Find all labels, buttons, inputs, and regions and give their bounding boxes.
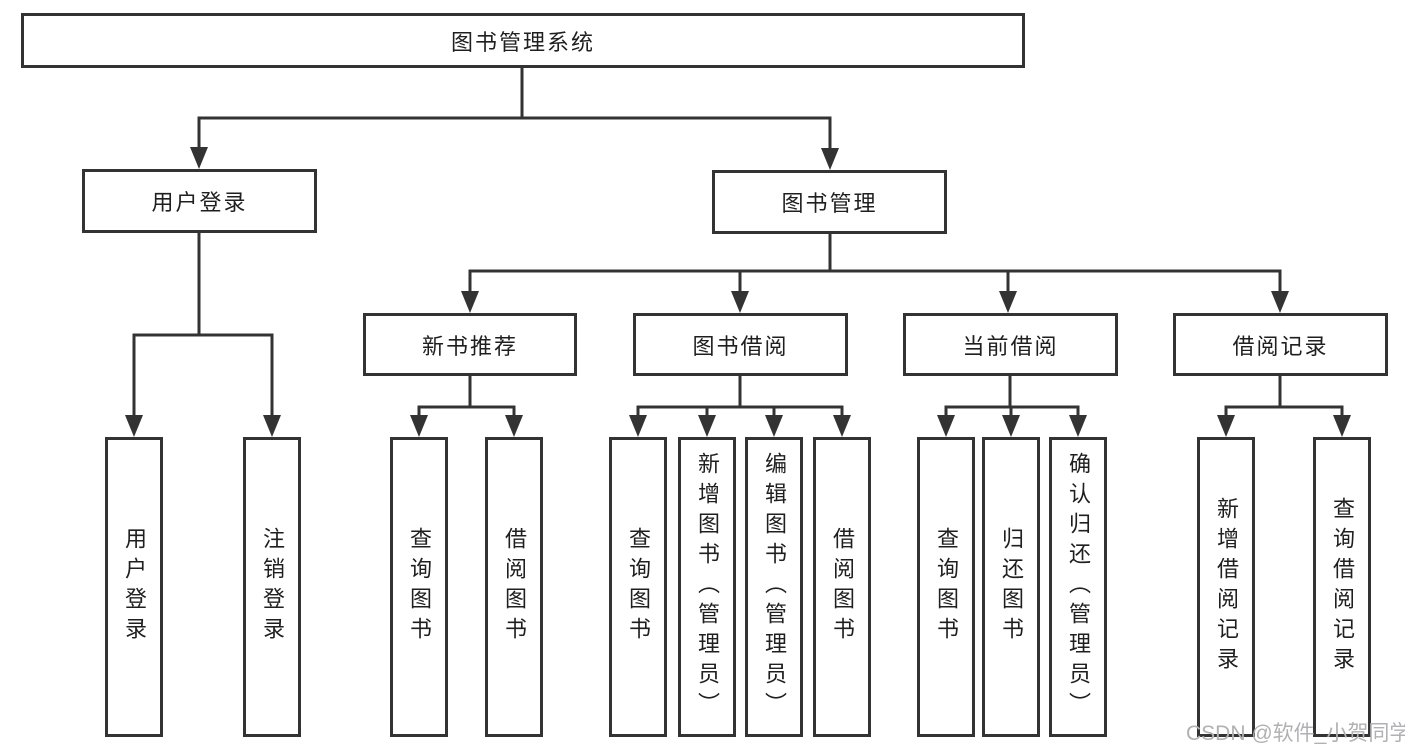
node-label: 编辑图书（管理员） [762,452,787,722]
leaf-edit-book-admin: 编辑图书（管理员） [745,437,803,737]
arrow-down-icon [1002,415,1020,437]
csdn-watermark: CSDN @软件_小贺同学 [1186,722,1405,745]
node-current-borrow: 当前借阅 [903,313,1118,376]
node-label: 借阅图书 [502,527,527,647]
arrow-down-icon [505,415,523,437]
node-label: 查询图书 [934,527,959,647]
node-label: 查询图书 [626,527,651,647]
node-label: 查询借阅记录 [1330,497,1355,677]
node-library-management-system: 图书管理系统 [21,13,1025,68]
node-label: 确认归还（管理员） [1066,452,1091,722]
connector-book-borrow [629,374,851,437]
node-label: 新书推荐 [421,333,518,359]
leaf-return-book: 归还图书 [982,437,1040,737]
node-book-borrow: 图书借阅 [633,313,848,376]
arrow-down-icon [461,291,479,313]
leaf-add-borrow-record: 新增借阅记录 [1197,437,1255,737]
node-label: 图书借阅 [692,333,789,359]
connector-current-borrow [937,374,1087,437]
arrow-down-icon [629,415,647,437]
node-book-management: 图书管理 [712,170,947,234]
arrow-down-icon [731,291,749,313]
node-label: 当前借阅 [962,333,1059,359]
node-label: 图书管理 [781,191,878,216]
node-label: 用户登录 [122,527,147,647]
connector-user-login [125,231,281,437]
leaf-add-book-admin: 新增图书（管理员） [678,437,736,737]
arrow-down-icon [833,415,851,437]
arrow-down-icon [1271,291,1289,313]
node-label: 新增借阅记录 [1214,497,1239,677]
arrow-down-icon [125,415,143,437]
node-label: 用户登录 [151,190,248,215]
node-borrow-records: 借阅记录 [1173,313,1388,376]
arrow-down-icon [1069,415,1087,437]
node-label: 新增图书（管理员） [695,452,720,722]
leaf-logout: 注销登录 [243,437,301,737]
arrow-down-icon [765,415,783,437]
leaf-query-borrow-record: 查询借阅记录 [1313,437,1371,737]
arrow-down-icon [1333,415,1351,437]
arrow-down-icon [698,415,716,437]
leaf-borrow-books-1: 借阅图书 [485,437,543,737]
node-label: 图书管理系统 [450,29,595,55]
leaf-query-books-1: 查询图书 [390,437,448,737]
leaf-query-books-3: 查询图书 [917,437,975,737]
connector-new-book-recommend [410,374,523,437]
node-user-login: 用户登录 [82,169,317,233]
node-label: 查询图书 [407,527,432,647]
connector-book-management [461,232,1289,313]
arrow-down-icon [190,147,208,169]
arrow-down-icon [263,415,281,437]
arrow-down-icon [937,415,955,437]
arrow-down-icon [999,291,1017,313]
node-label: 归还图书 [999,527,1024,647]
arrow-down-icon [1217,415,1235,437]
arrow-down-icon [410,415,428,437]
connector-borrow-records [1217,374,1351,437]
leaf-confirm-return-admin: 确认归还（管理员） [1049,437,1107,737]
node-label: 借阅图书 [830,527,855,647]
node-new-book-recommend: 新书推荐 [363,313,577,376]
connector-root [190,66,839,170]
leaf-user-login: 用户登录 [105,437,163,737]
node-label: 借阅记录 [1232,333,1329,359]
arrow-down-icon [821,148,839,170]
leaf-query-books-2: 查询图书 [609,437,667,737]
node-label: 注销登录 [260,527,285,647]
leaf-borrow-books-2: 借阅图书 [813,437,871,737]
